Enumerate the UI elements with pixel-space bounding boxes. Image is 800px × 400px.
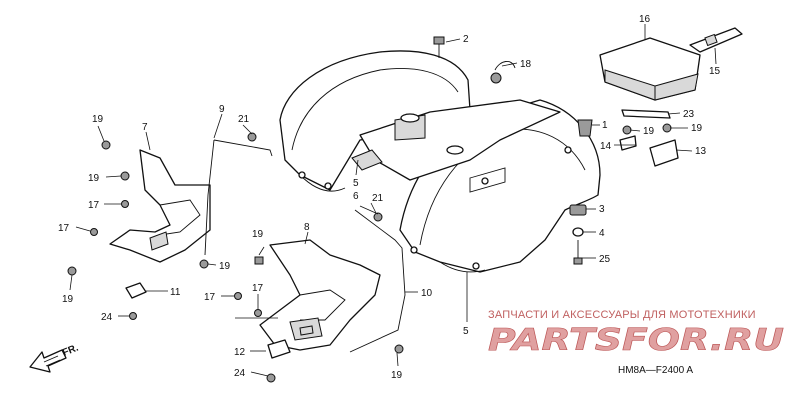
- clip-14: [619, 135, 637, 151]
- callout-7: 7: [142, 122, 148, 133]
- leader-lines: [69, 24, 717, 377]
- callout-19-g: 19: [252, 229, 264, 240]
- watermark-logo: PARTSFOR.RU: [488, 323, 784, 358]
- callout-19-b: 19: [691, 123, 703, 134]
- callout-numbers: 2 18 16 15 23 19 19 1 14 13 3 4 25 9 21 …: [58, 14, 721, 381]
- callout-17-b: 17: [58, 223, 70, 234]
- callout-19-d: 19: [88, 173, 100, 184]
- callout-25: 25: [599, 254, 611, 265]
- callout-24-a: 24: [101, 312, 113, 323]
- bracket-9: [204, 139, 273, 256]
- screw-2: [433, 36, 445, 58]
- cushion-3-4-25: [569, 204, 587, 265]
- callout-19-h: 19: [391, 370, 403, 381]
- lower-hardware: [234, 212, 404, 383]
- callout-14: 14: [600, 141, 612, 152]
- callout-12: 12: [234, 347, 246, 358]
- cap-18: [490, 61, 516, 84]
- callout-15: 15: [709, 66, 721, 77]
- arrow-icon: [29, 349, 67, 373]
- callout-24-b: 24: [234, 368, 246, 379]
- rubber-cushion-1: [577, 119, 593, 137]
- callout-5-a: 5: [353, 178, 359, 189]
- callout-21-a: 21: [238, 114, 250, 125]
- rear-fender: [279, 50, 601, 273]
- callout-19-e: 19: [62, 294, 74, 305]
- callout-16: 16: [639, 14, 651, 25]
- watermark: ЗАПЧАСТИ И АКСЕССУАРЫ ДЛЯ МОТОТЕХНИКИ PA…: [488, 309, 785, 358]
- callout-19-c: 19: [92, 114, 104, 125]
- bolt-19-right: [622, 123, 672, 135]
- callout-11: 11: [170, 287, 181, 298]
- callout-19-f: 19: [219, 261, 231, 272]
- callout-19-a: 19: [643, 126, 655, 137]
- callout-2: 2: [463, 34, 469, 45]
- callout-1: 1: [602, 120, 608, 131]
- drawing-code: HM8A—F2400 A: [618, 365, 693, 376]
- left-mudguard: [109, 149, 211, 263]
- callout-17-c: 17: [204, 292, 216, 303]
- latch-13: [649, 139, 679, 167]
- callout-17-d: 17: [252, 283, 264, 294]
- callout-21-b: 21: [372, 193, 384, 204]
- storage-bag: [599, 37, 701, 101]
- bracket-10: [349, 209, 406, 353]
- callout-9: 9: [219, 104, 225, 115]
- grommet-plate: [351, 149, 383, 171]
- front-direction-arrow: FR.: [29, 342, 80, 373]
- direction-label: FR.: [61, 342, 80, 358]
- left-hardware: [67, 132, 257, 320]
- callout-13: 13: [695, 146, 707, 157]
- callout-17-a: 17: [88, 200, 100, 211]
- right-mudguard: [259, 239, 381, 351]
- callout-18: 18: [520, 59, 532, 70]
- watermark-tagline: ЗАПЧАСТИ И АКСЕССУАРЫ ДЛЯ МОТОТЕХНИКИ: [488, 309, 756, 321]
- callout-5-b: 5: [463, 326, 469, 337]
- strap: [689, 27, 743, 53]
- bracket-23: [621, 109, 671, 119]
- callout-23: 23: [683, 109, 695, 120]
- callout-6: 6: [353, 191, 359, 202]
- callout-8: 8: [304, 222, 310, 233]
- callout-3: 3: [599, 204, 605, 215]
- callout-4: 4: [599, 228, 605, 239]
- callout-10: 10: [421, 288, 433, 299]
